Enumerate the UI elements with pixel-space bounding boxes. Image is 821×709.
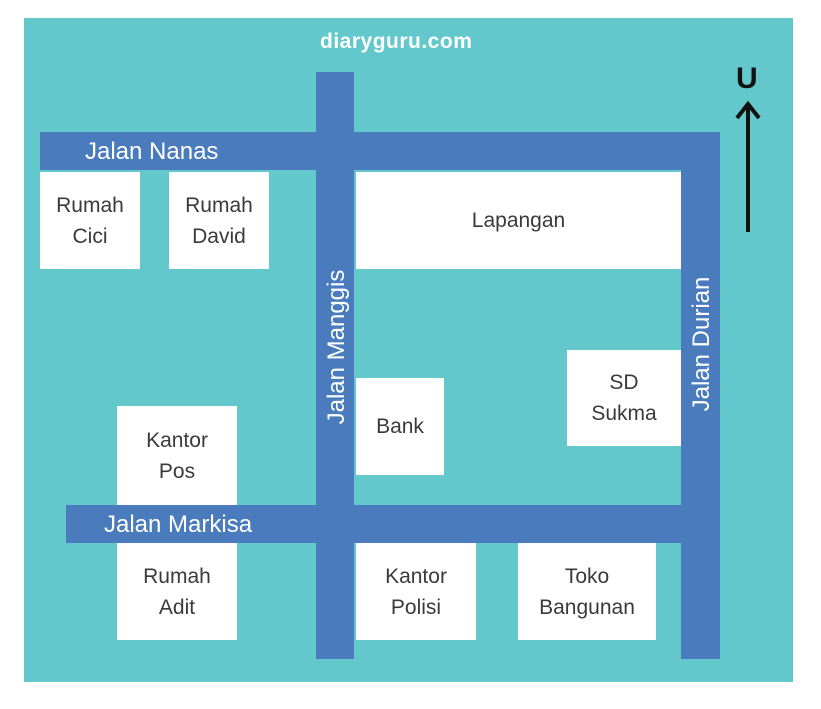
building-kantor-pos-line1: Kantor — [146, 428, 208, 452]
building-kantor-pos: Kantor Pos — [117, 406, 237, 505]
road-jalan-manggis — [316, 72, 354, 659]
label-jalan-nanas: Jalan Nanas — [85, 138, 219, 165]
label-jalan-durian: Jalan Durian — [688, 276, 715, 412]
label-jalan-markisa: Jalan Markisa — [104, 511, 253, 538]
building-kantor-polisi-line1: Kantor — [385, 564, 447, 588]
watermark-text: diaryguru.com — [320, 30, 473, 53]
building-rumah-david-line2: David — [192, 224, 246, 248]
building-toko-bangunan-line2: Bangunan — [539, 595, 635, 619]
building-kantor-polisi-line2: Polisi — [390, 595, 442, 619]
road-jalan-markisa — [66, 505, 720, 543]
building-rumah-adit-line1: Rumah — [143, 564, 211, 588]
label-jalan-manggis: Jalan Manggis — [323, 269, 350, 425]
building-rumah-adit-line2: Adit — [158, 595, 196, 619]
building-toko-bangunan-line1: Toko — [564, 564, 610, 588]
building-bank-line1: Bank — [376, 415, 424, 438]
building-rumah-cici-line1: Rumah — [56, 193, 124, 217]
building-sd-sukma-line2: Sukma — [591, 402, 657, 425]
building-lapangan-line1: Lapangan — [471, 209, 566, 232]
building-toko-bangunan: Toko Bangunan — [518, 543, 656, 640]
building-kantor-pos-line2: Pos — [158, 459, 196, 483]
building-bank: Bank — [356, 378, 444, 475]
building-rumah-cici: Rumah Cici — [40, 172, 140, 269]
compass-north-label: U — [736, 62, 758, 95]
building-lapangan: Lapangan — [356, 172, 681, 269]
north-arrow-icon — [735, 100, 761, 232]
road-jalan-durian — [681, 132, 720, 659]
building-sd-sukma: SD Sukma — [567, 350, 681, 446]
building-rumah-david-line1: Rumah — [185, 193, 253, 217]
building-rumah-adit: Rumah Adit — [117, 543, 237, 640]
building-kantor-polisi: Kantor Polisi — [356, 543, 476, 640]
building-rumah-david: Rumah David — [169, 172, 269, 269]
road-jalan-nanas — [40, 132, 720, 170]
building-sd-sukma-line1: SD — [609, 371, 639, 394]
building-rumah-cici-line2: Cici — [72, 224, 108, 248]
